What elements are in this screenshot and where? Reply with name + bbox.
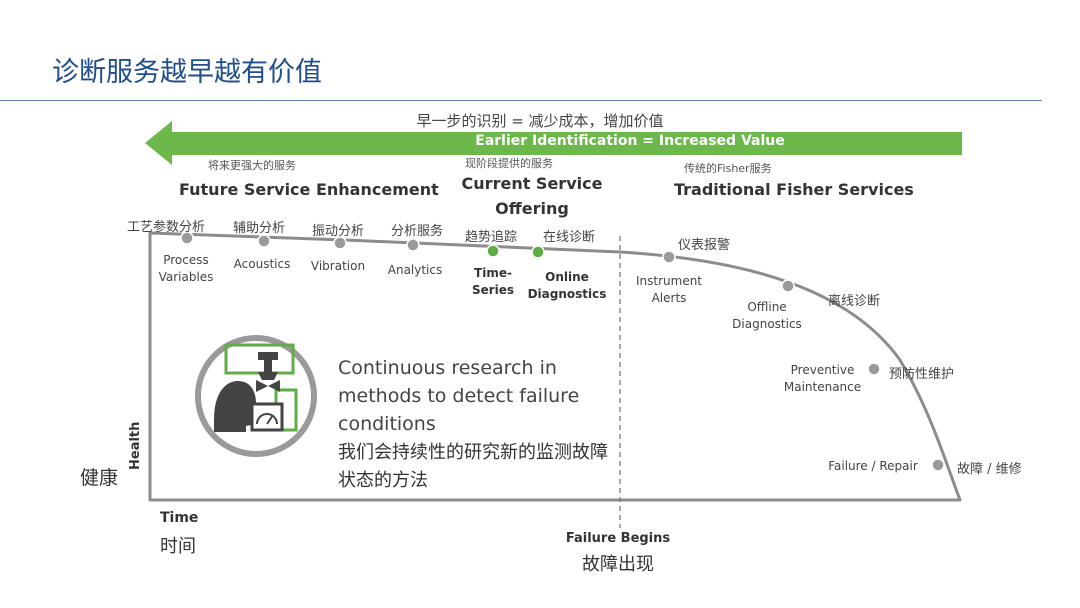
point-instrument-alerts-cn: 仪表报警 <box>678 238 731 253</box>
point-time-series-cn: 趋势追踪 <box>465 230 518 245</box>
banner-english-text: Earlier Identification = Increased Value <box>475 133 785 149</box>
point-vibration-marker <box>333 236 347 250</box>
banner-chinese-text: 早一步的识别 = 减少成本，增加价值 <box>416 112 664 130</box>
phase-current-title-line2: Offering <box>495 199 569 218</box>
milestone-points <box>180 231 945 472</box>
point-preventive-maintenance-cn: 预防性维护 <box>889 367 955 382</box>
y-axis-label-english: Health <box>128 421 143 470</box>
x-axis-label-chinese: 时间 <box>160 536 196 557</box>
point-process-variables-marker <box>180 231 194 245</box>
phase-future-title: Future Service Enhancement <box>179 180 439 199</box>
point-analytics-label: Analytics <box>387 263 443 277</box>
point-online-diagnostics-cn: 在线诊断 <box>543 230 596 245</box>
phase-future-cn: 将来更强大的服务 <box>208 159 296 172</box>
point-offline-diagnostics-cn: 离线诊断 <box>828 294 881 309</box>
point-analytics-cn: 分析服务 <box>391 224 444 239</box>
x-axis-label-english: Time <box>160 510 199 526</box>
point-time-series-label: Time-Series <box>471 266 515 297</box>
point-acoustics-cn: 辅助分析 <box>233 221 286 236</box>
earlier-identification-arrow <box>145 121 962 165</box>
point-offline-diagnostics-marker <box>781 279 795 293</box>
point-failure-repair-marker <box>931 458 945 472</box>
failure-begins-label-cn: 故障出现 <box>582 554 654 575</box>
phase-traditional-title: Traditional Fisher Services <box>674 180 914 199</box>
point-vibration-cn: 振动分析 <box>312 224 365 239</box>
slide-title: 诊断服务越早越有价值 <box>52 57 322 88</box>
point-acoustics-marker <box>257 234 271 248</box>
point-acoustics-label: Acoustics <box>233 257 291 271</box>
y-axis-label-chinese: 健康 <box>80 467 119 489</box>
point-online-diagnostics-marker <box>531 245 545 259</box>
point-vibration-label: Vibration <box>310 259 366 273</box>
failure-begins-label: Failure Begins <box>565 531 671 546</box>
point-process-variables-cn: 工艺参数分析 <box>127 220 206 235</box>
point-failure-repair-label: Failure / Repair <box>828 459 918 473</box>
phase-traditional-cn: 传统的Fisher服务 <box>684 162 772 175</box>
point-time-series-marker <box>486 244 500 258</box>
point-instrument-alerts-marker <box>662 250 676 264</box>
health-curve <box>148 231 962 502</box>
phase-current-title-line1: Current Service <box>461 174 603 193</box>
title-divider <box>0 100 1042 101</box>
phase-current-cn: 现阶段提供的服务 <box>465 157 553 170</box>
research-text-chinese: 我们会持续性的研究新的监测故障状态的方法 <box>338 442 608 491</box>
technician-valve-diagnostics-icon <box>195 335 317 457</box>
point-preventive-maintenance-marker <box>867 362 881 376</box>
point-analytics-marker <box>406 238 420 252</box>
point-failure-repair-cn: 故障 / 维修 <box>957 462 1022 477</box>
research-text-english: Continuous research in methods to detect… <box>338 357 580 435</box>
